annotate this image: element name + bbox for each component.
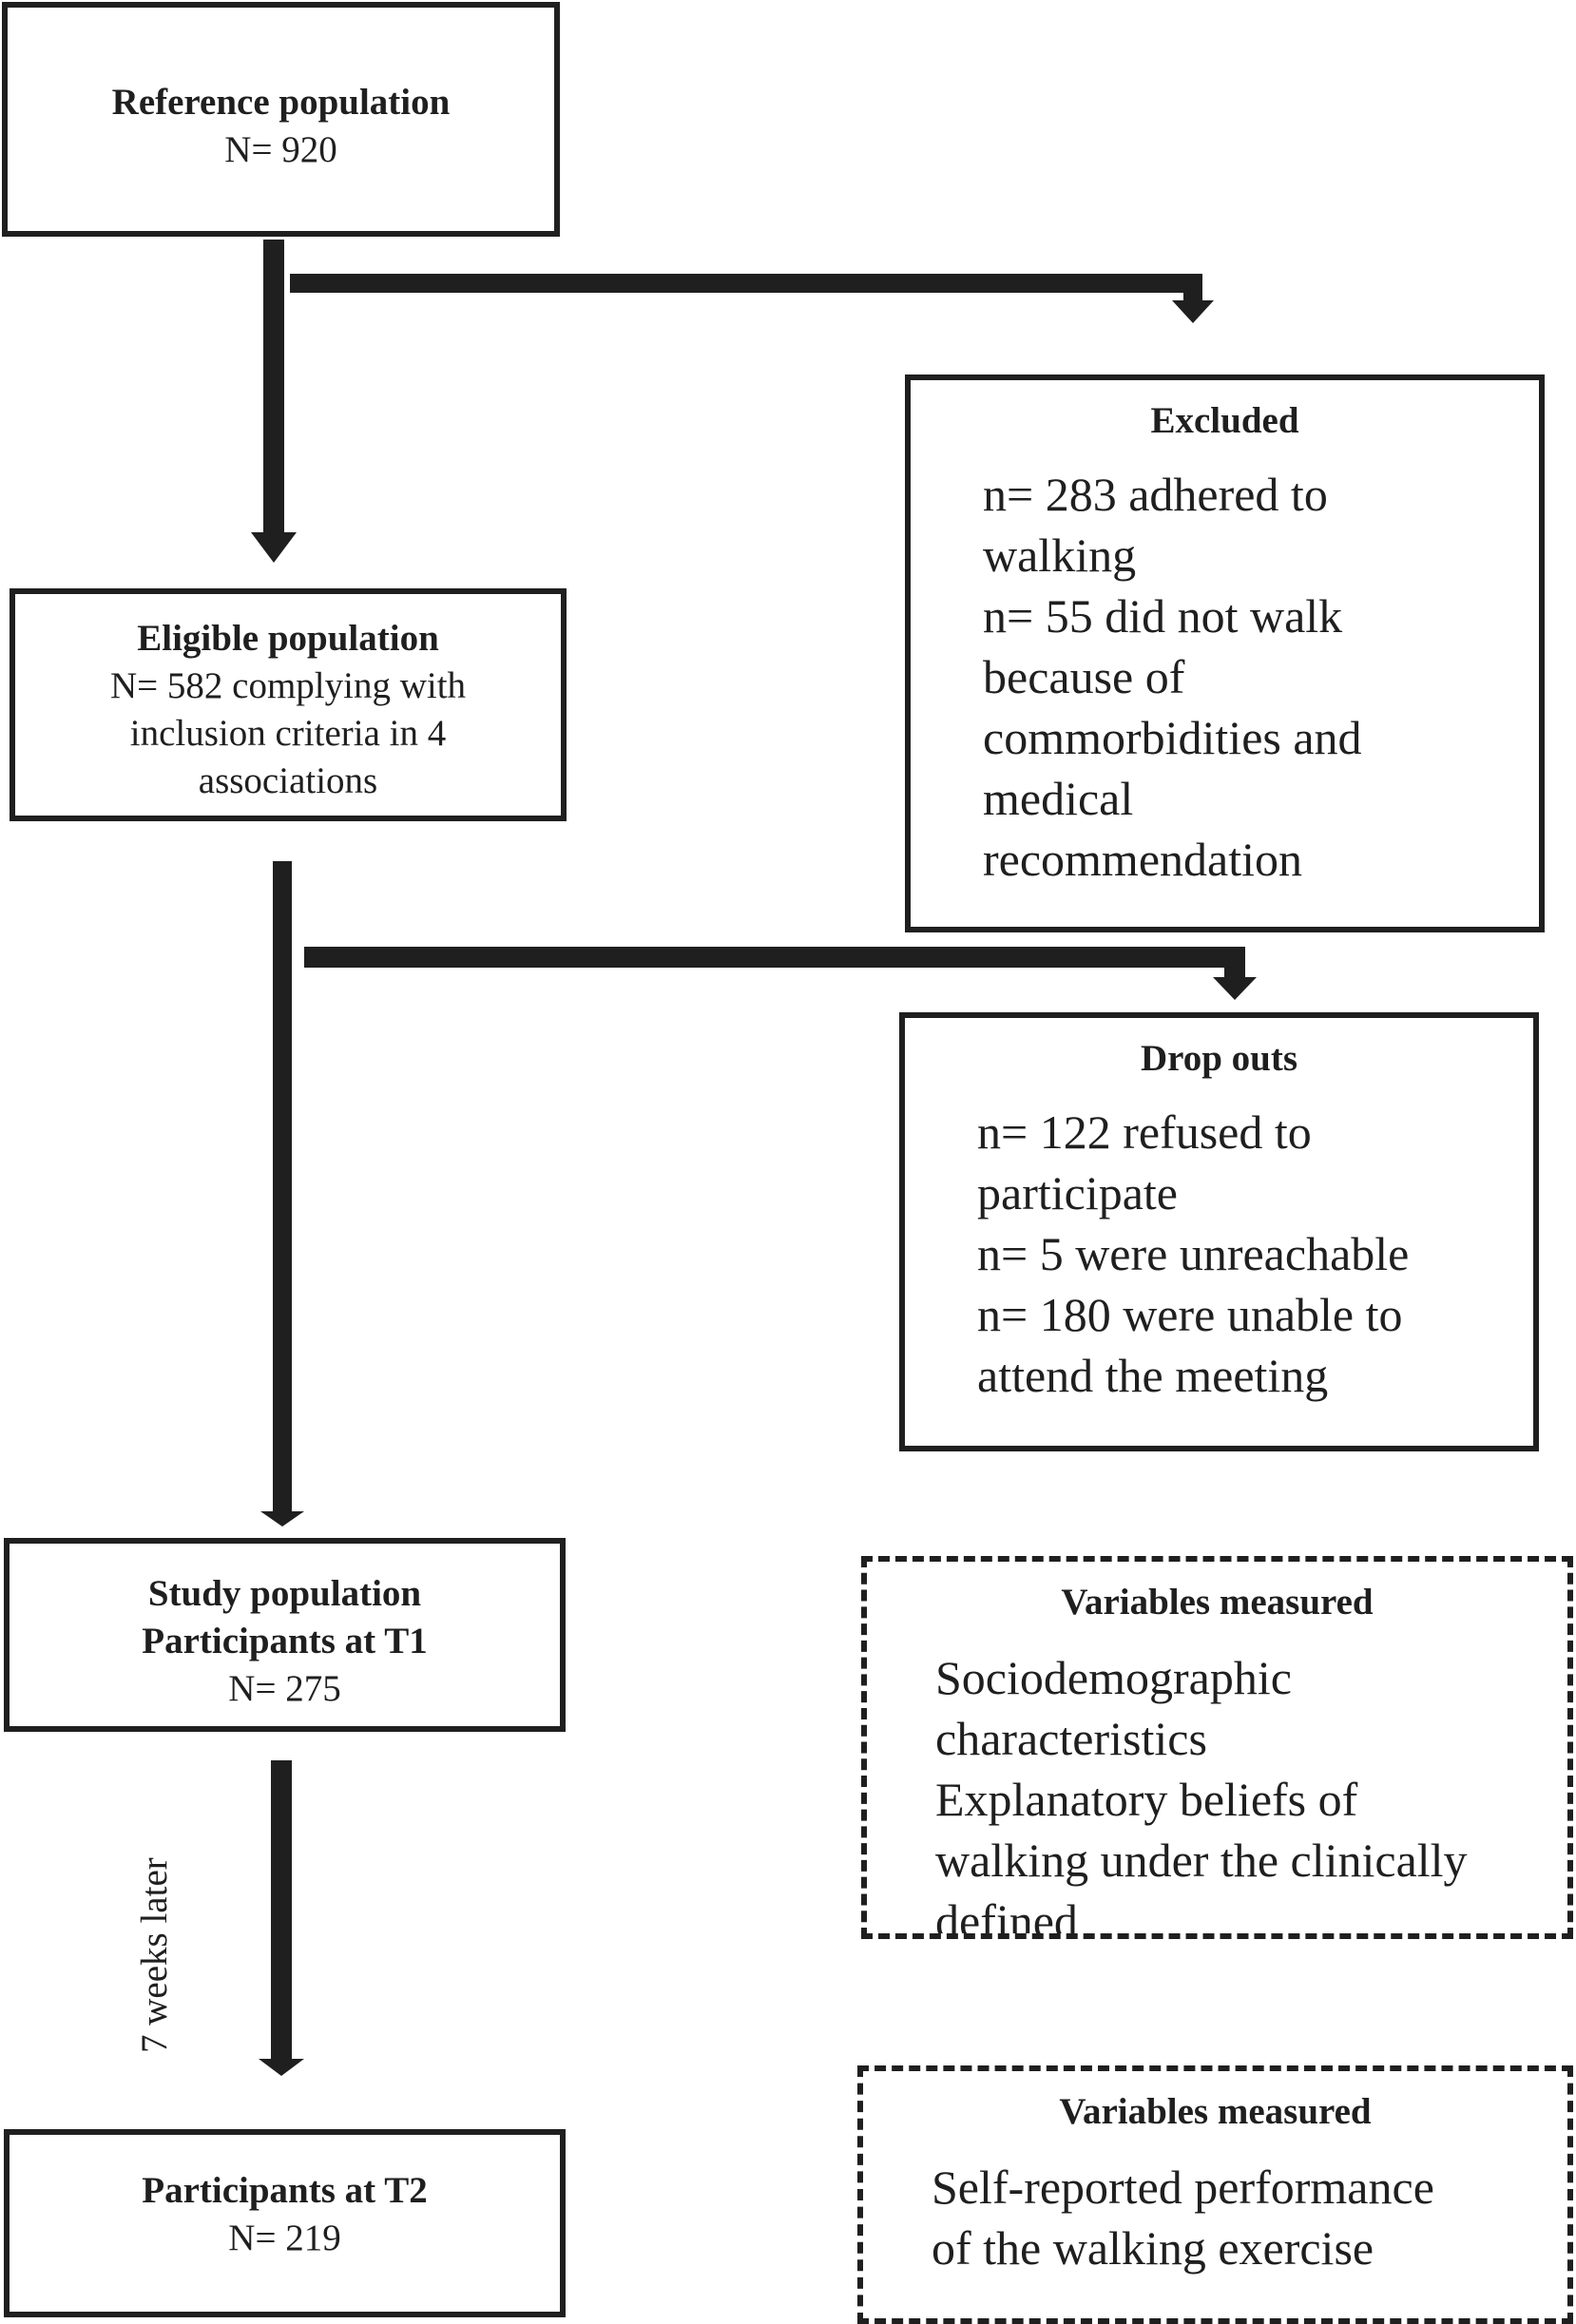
eligible-title: Eligible population (137, 618, 439, 659)
variables-t1-line: defined (935, 1894, 1078, 1939)
excluded-line: n= 283 adhered to (983, 468, 1328, 521)
variables-t2-line: of the walking exercise (932, 2221, 1374, 2275)
arrowhead-eligible (251, 532, 297, 563)
study-title: Study population (147, 1573, 422, 1614)
arrowhead-study (260, 1511, 304, 1527)
excluded-line: commorbidities and (983, 711, 1362, 764)
excluded-line: walking (983, 528, 1137, 582)
study-subtitle: Participants at T1 (142, 1621, 428, 1661)
connector-reference-eligible (263, 240, 284, 534)
excluded-title: Excluded (1150, 400, 1299, 441)
variables-t1-line: Sociodemographic (935, 1651, 1292, 1704)
arrowhead-t2 (259, 2059, 304, 2076)
dropouts-line: n= 122 refused to (977, 1105, 1312, 1159)
eligible-line: inclusion criteria in 4 (129, 713, 447, 754)
connector-branch-dropouts (304, 947, 1245, 968)
t2-count: N= 219 (228, 2218, 341, 2258)
dropouts-line: n= 180 were unable to (977, 1288, 1403, 1341)
dropouts-line: n= 5 were unreachable (977, 1227, 1410, 1280)
excluded-line: medical (983, 772, 1134, 825)
reference-population-box: Reference population N= 920 (2, 2, 560, 237)
dropouts-line: participate (977, 1166, 1178, 1220)
eligible-line: associations (198, 760, 378, 801)
connector-eligible-study (273, 861, 292, 1513)
variables-t2-title: Variables measured (1059, 2091, 1372, 2132)
dropouts-box: Drop outs n= 122 refused to participate … (899, 1012, 1539, 1451)
variables-t1-title: Variables measured (1061, 1582, 1374, 1623)
excluded-line: n= 55 did not walk (983, 589, 1343, 643)
reference-title: Reference population (111, 82, 451, 123)
dropouts-line: attend the meeting (977, 1349, 1329, 1402)
variables-t2-line: Self-reported performance (932, 2161, 1434, 2214)
variables-t2-box: Variables measured Self-reported perform… (857, 2065, 1573, 2324)
connector-study-t2 (271, 1760, 292, 2061)
variables-t1-line: Explanatory beliefs of (935, 1773, 1358, 1826)
dropouts-title: Drop outs (1140, 1038, 1298, 1079)
variables-t1-box: Variables measured Sociodemographic char… (861, 1556, 1573, 1939)
variables-t1-line: walking under the clinically (935, 1834, 1468, 1887)
reference-count: N= 920 (224, 129, 337, 170)
connector-branch-excluded (290, 274, 1202, 293)
arrowhead-dropouts (1213, 977, 1257, 1000)
excluded-line: because of (983, 650, 1185, 703)
excluded-line: recommendation (983, 833, 1302, 886)
eligible-line: N= 582 complying with (109, 665, 467, 706)
study-count: N= 275 (228, 1668, 341, 1709)
variables-t1-line: characteristics (935, 1712, 1207, 1765)
t2-title: Participants at T2 (142, 2170, 428, 2211)
participants-t2-box: Participants at T2 N= 219 (4, 2129, 566, 2317)
arrowhead-excluded (1172, 300, 1214, 323)
excluded-box: Excluded n= 283 adhered to walking n= 55… (905, 375, 1545, 932)
eligible-population-box: Eligible population N= 582 complying wit… (10, 588, 567, 821)
study-population-box: Study population Participants at T1 N= 2… (4, 1538, 566, 1732)
edge-label-7-weeks: 7 weeks later (134, 1857, 175, 2053)
